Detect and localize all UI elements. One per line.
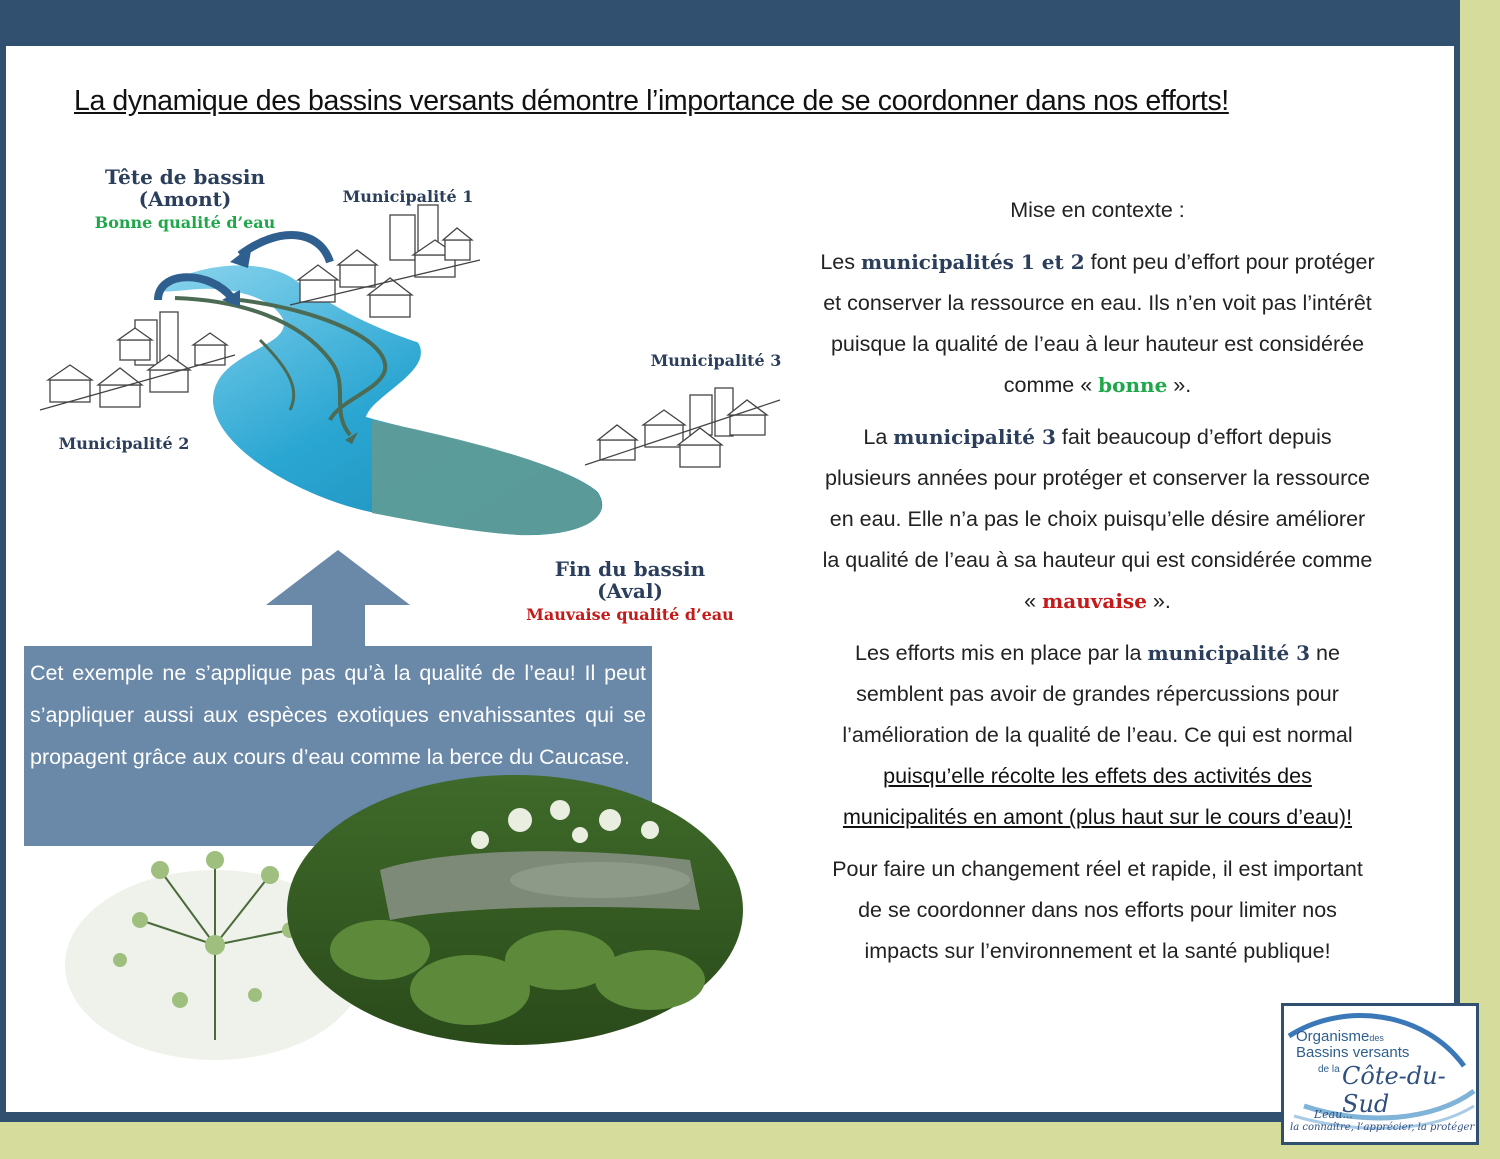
head-label-line2: (Amont) (138, 187, 232, 211)
logo-tagline1: L’eau... (1314, 1108, 1353, 1121)
context-section: Mise en contexte : Les municipalités 1 e… (820, 190, 1375, 983)
flow-arrow (239, 298, 388, 422)
watershed-diagram (39, 204, 781, 648)
logo-wave-icon (1287, 1013, 1476, 1130)
head-quality-label: Bonne qualité d’eau (94, 213, 276, 232)
head-label-line1: Tête de bassin (104, 165, 266, 189)
flow-arrow (258, 338, 296, 411)
end-label-line2: (Aval) (597, 579, 663, 603)
muni1-label: Municipalité 1 (342, 187, 474, 206)
context-heading: Mise en contexte : (1010, 198, 1185, 222)
organization-logo: Organismedes Bassins versants de la Côte… (1281, 1003, 1479, 1145)
town-sketch-muni2 (39, 311, 236, 411)
logo-script: Côte-du-Sud (1342, 1062, 1446, 1118)
logo-line2: Bassins versants (1296, 1044, 1410, 1061)
context-paragraph-1: Les municipalités 1 et 2 font peu d’effo… (820, 250, 1375, 397)
context-paragraph-3: Les efforts mis en place par la municipa… (842, 641, 1353, 829)
runoff-arrow-muni1 (237, 231, 334, 264)
end-quality-label: Mauvaise qualité d’eau (526, 605, 734, 624)
info-box: Cet exemple ne s’applique pas qu’à la qu… (24, 646, 652, 846)
context-paragraph-4: Pour faire un changement réel et rapide,… (832, 857, 1363, 963)
logo-tagline2: la connaître, l’apprécier, la protéger (1290, 1122, 1475, 1133)
end-label-line1: Fin du bassin (554, 557, 706, 581)
logo-line1: Organismedes (1296, 1028, 1384, 1045)
logo-line3: de la (1318, 1064, 1340, 1075)
upward-arrow (266, 550, 410, 648)
town-sketch-muni1 (289, 204, 481, 318)
town-sketch-muni3 (584, 387, 781, 468)
context-paragraph-2: La municipalité 3 fait beaucoup d’effort… (822, 425, 1373, 613)
runoff-arrow-muni2 (154, 273, 236, 301)
page-title: La dynamique des bassins versants démont… (74, 85, 1229, 117)
muni3-label: Municipalité 3 (650, 351, 782, 370)
muni2-label: Municipalité 2 (58, 434, 190, 453)
polluted-zone (372, 420, 602, 536)
